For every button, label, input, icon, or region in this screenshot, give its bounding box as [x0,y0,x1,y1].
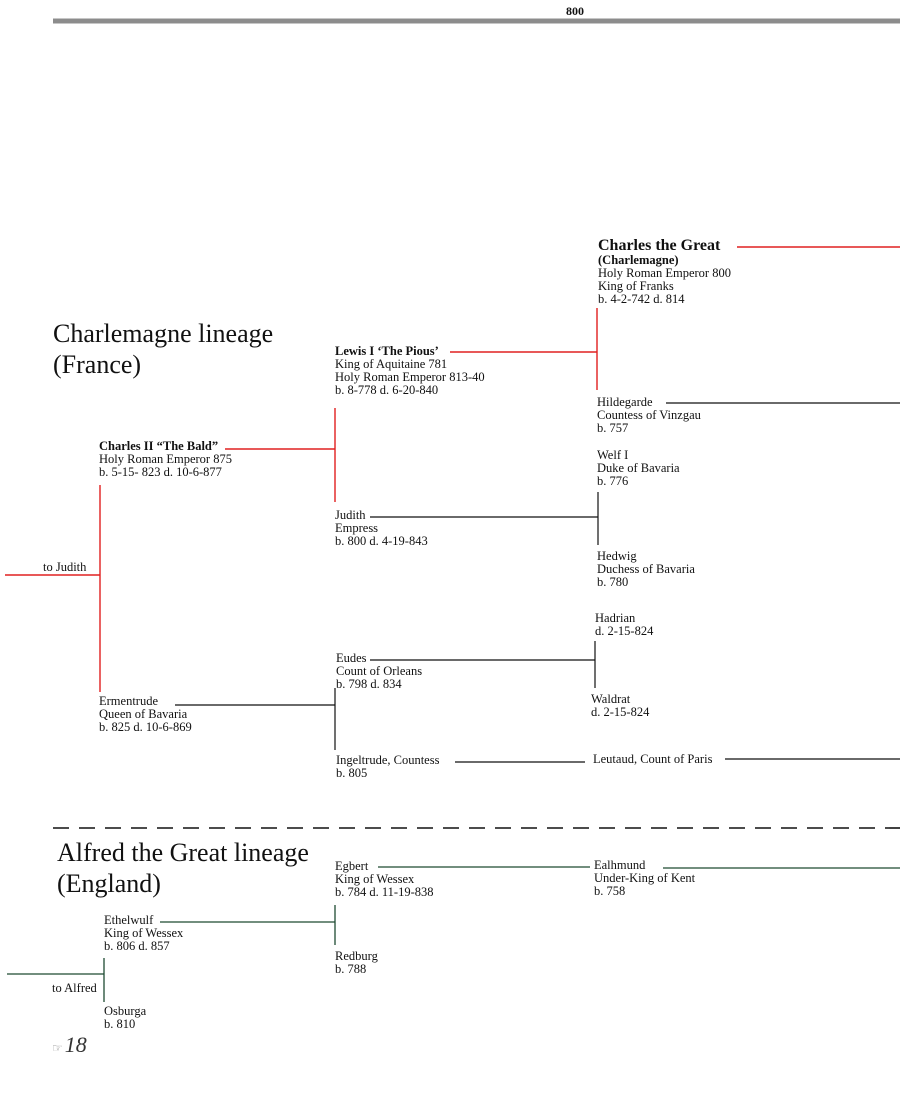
charlemagne-descent-lines [5,246,900,692]
person-hedwig: Hedwig Duchess of Bavaria b. 780 [597,549,695,589]
pointing-hand-icon: ☞ [52,1041,63,1055]
person-redburg: Redburg b. 788 [335,949,378,976]
person-ingeltrude: Ingeltrude, Countess b. 805 [336,753,440,780]
link-to-judith: to Judith [43,560,87,574]
page-number: ☞18 [52,1032,87,1057]
person-ermentrude: Ermentrude Queen of Bavaria b. 825 d. 10… [99,694,192,734]
person-leutaud: Leutaud, Count of Paris [593,752,713,766]
alfred-descent-lines [7,866,900,1002]
person-welf: Welf I Duke of Bavaria b. 776 [597,448,680,488]
alfred-lineage-heading: Alfred the Great lineage (England) [57,838,309,898]
person-judith: Judith Empress b. 800 d. 4-19-843 [335,508,428,548]
person-ethelwulf: Ethelwulf King of Wessex b. 806 d. 857 [104,913,184,953]
person-osburga: Osburga b. 810 [104,1004,147,1031]
person-waldrat: Waldrat d. 2-15-824 [591,692,650,719]
person-lewis-the-pious: Lewis I ‘The Pious’ King of Aquitaine 78… [335,344,485,397]
person-eudes: Eudes Count of Orleans b. 798 d. 834 [336,651,423,691]
timeline-year-label: 800 [566,4,584,18]
person-hadrian: Hadrian d. 2-15-824 [595,611,654,638]
person-egbert: Egbert King of Wessex b. 784 d. 11-19-83… [335,859,434,899]
link-to-alfred: to Alfred [52,981,97,995]
person-hildegarde: Hildegarde Countess of Vinzgau b. 757 [597,395,701,435]
person-ealhmund: Ealhmund Under-King of Kent b. 758 [594,858,696,898]
person-charles-the-bald: Charles II “The Bald” Holy Roman Emperor… [99,439,232,479]
family-connector-lines [175,402,900,763]
person-charles-the-great: Charles the Great (Charlemagne) Holy Rom… [598,237,731,306]
charlemagne-lineage-heading: Charlemagne lineage (France) [53,319,274,379]
